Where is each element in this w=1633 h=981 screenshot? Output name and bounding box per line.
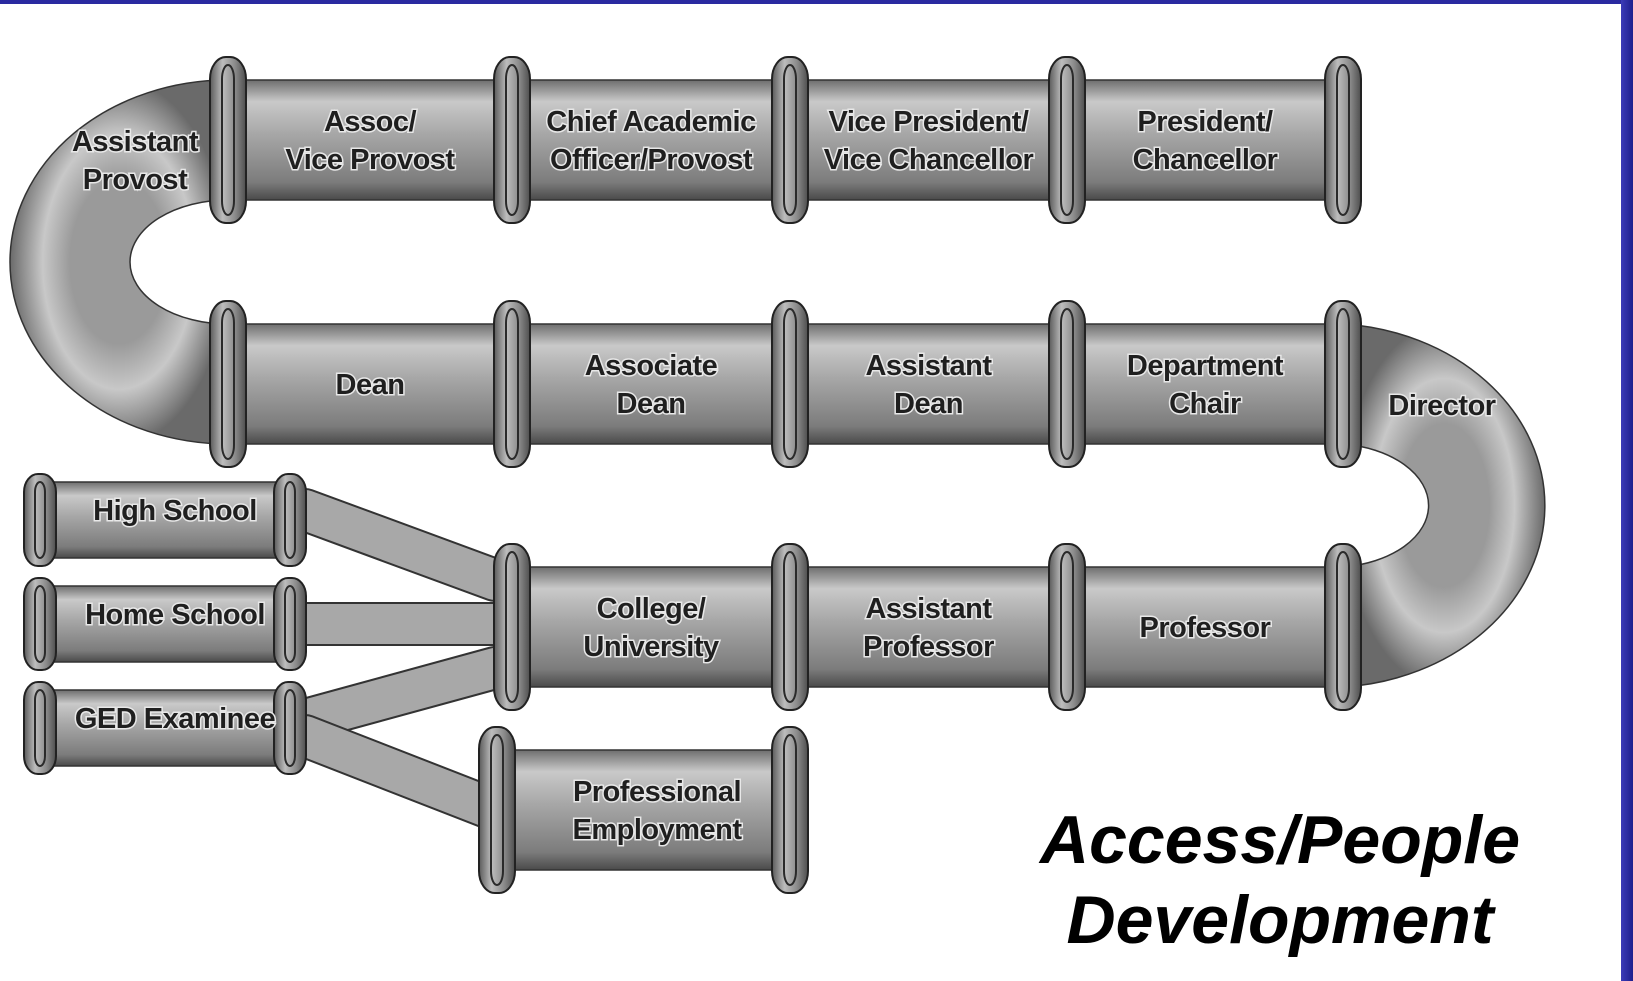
bottom-flange-3	[1048, 543, 1086, 711]
entry-2-flange-1	[23, 577, 57, 671]
middle-label-1: Dean	[336, 369, 405, 401]
entry-1-pipe	[39, 481, 291, 559]
middle-flange-3	[771, 300, 809, 468]
top-flange-3	[771, 56, 809, 224]
slide-border-right	[1621, 0, 1633, 981]
connector-pipe-1	[285, 490, 515, 600]
top-label-3: Vice President/Vice Chancellor	[824, 106, 1034, 176]
title-line-2: Development	[1066, 882, 1494, 958]
connector-pipe-3	[285, 648, 515, 740]
professional-employment-flange-2	[771, 726, 809, 894]
middle-flange-2	[493, 300, 531, 468]
bottom-flange-1	[493, 543, 531, 711]
entry-3-flange-1	[23, 681, 57, 775]
top-label-1: Assoc/Vice Provost	[285, 106, 455, 176]
bottom-flange-4	[1324, 543, 1362, 711]
title-line-1: Access/People	[1039, 802, 1521, 878]
bottom-label-3: Professor	[1140, 612, 1271, 644]
middle-flange-5	[1324, 300, 1362, 468]
middle-flange-1	[209, 300, 247, 468]
right-bend-pipe	[1342, 323, 1546, 688]
professional-employment-pipe	[496, 749, 791, 871]
entry-2-label: Home School	[85, 599, 265, 631]
right-bend-label: Director	[1388, 390, 1495, 422]
top-flange-4	[1048, 56, 1086, 224]
entry-3-label: GED Examinee	[75, 703, 276, 735]
top-flange-2	[493, 56, 531, 224]
professional-employment-flange-1	[478, 726, 516, 894]
middle-flange-4	[1048, 300, 1086, 468]
entry-1-label: High School	[93, 495, 257, 527]
top-label-4: President/Chancellor	[1133, 106, 1278, 176]
top-flange-1	[209, 56, 247, 224]
top-flange-5	[1324, 56, 1362, 224]
entry-3-pipe	[39, 689, 291, 767]
connector-pipe-4	[285, 716, 515, 830]
left-bend-pipe	[9, 79, 229, 445]
bottom-flange-2	[771, 543, 809, 711]
entry-1-flange-1	[23, 473, 57, 567]
entry-1-flange-2	[273, 473, 307, 567]
slide-title: Access/People Development	[960, 800, 1600, 960]
bottom-label-1: College/University	[583, 593, 719, 663]
entry-3-flange-2	[273, 681, 307, 775]
bottom-row-pipe	[511, 566, 1344, 688]
entry-2-flange-2	[273, 577, 307, 671]
